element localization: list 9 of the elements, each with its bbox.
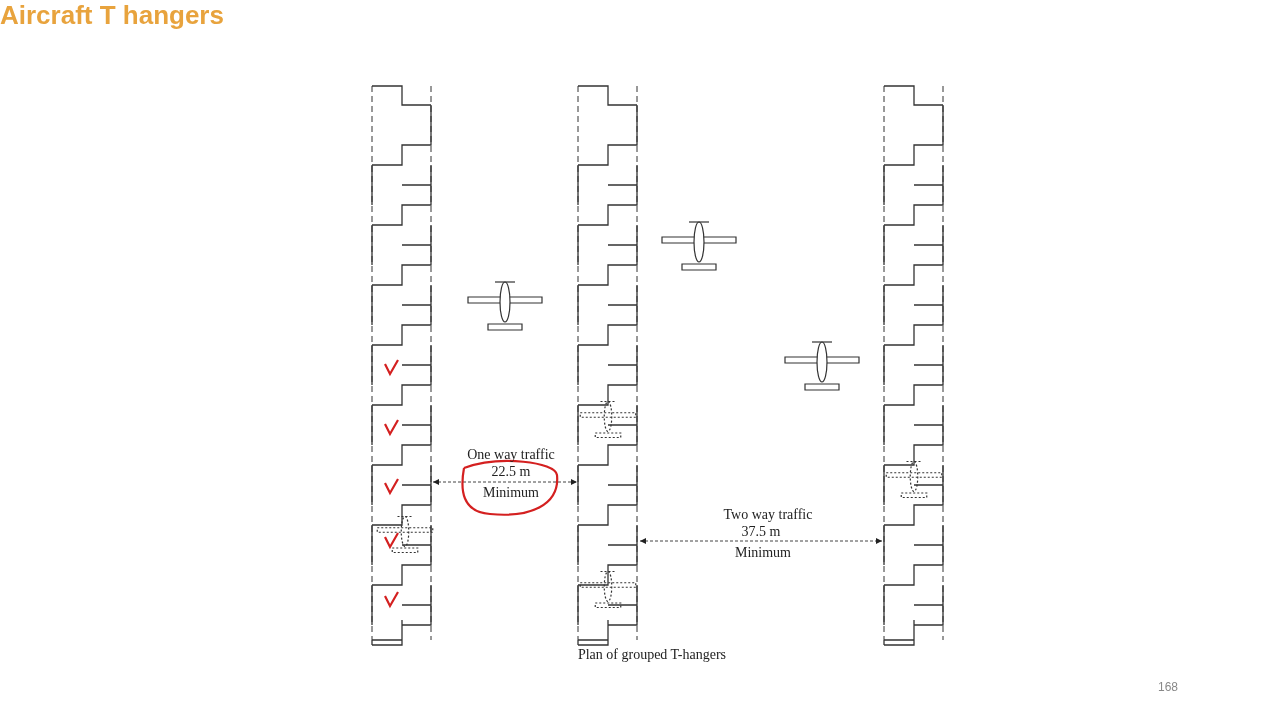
page-number: 168 [1158, 679, 1179, 695]
dimension-label: One way traffic [467, 447, 555, 463]
dimension-value: 37.5 m [741, 524, 781, 540]
dimension-label: Minimum [735, 545, 791, 561]
dimension-label: Minimum [483, 485, 539, 501]
dimension-value: 22.5 m [491, 464, 531, 480]
dimension-label: Two way traffic [723, 507, 813, 523]
figure-caption: Plan of grouped T-hangers [577, 647, 727, 663]
slide-title: Aircraft T hangers [0, 0, 224, 31]
